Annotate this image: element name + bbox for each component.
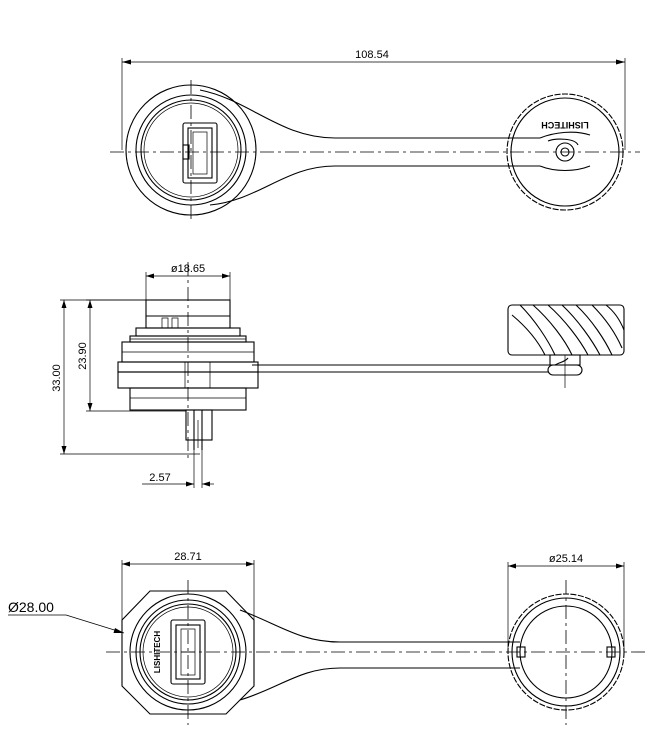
- cover-diameter-dimension: ø25.14: [549, 553, 583, 565]
- overall-length-dimension: 108.54: [355, 49, 389, 61]
- cap-side: [507, 304, 625, 388]
- flange-width-dimension: 28.71: [174, 551, 202, 563]
- pin-width-dimension: 2.57: [149, 472, 170, 484]
- top-view: 108.54 LISHITECH: [110, 49, 640, 220]
- cap-logo: LISHITECH: [541, 120, 589, 130]
- nut-diameter-label: Ø28.00: [8, 599, 54, 615]
- total-height-dimension: 33.00: [51, 364, 63, 392]
- usb-port-icon: [182, 122, 218, 184]
- bottom-view: 28.71 ø25.14 Ø28.00 LISHITECH: [8, 551, 645, 725]
- side-view: ø18.65: [51, 262, 625, 488]
- body-height-dimension: 23.90: [77, 342, 89, 370]
- hex-nut: [121, 590, 255, 715]
